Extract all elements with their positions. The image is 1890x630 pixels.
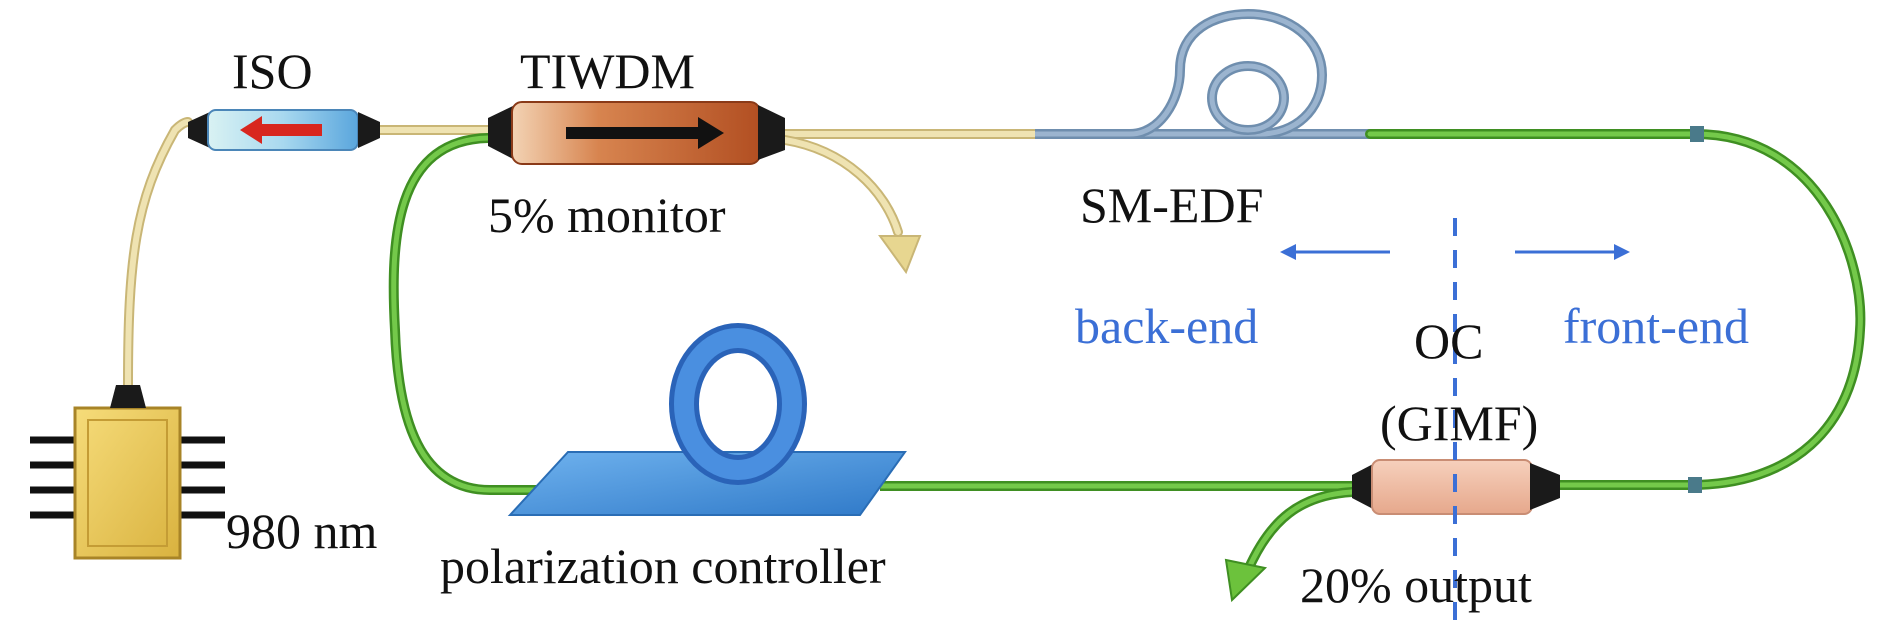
iso-label: ISO xyxy=(232,43,313,99)
pump-laser xyxy=(30,385,225,560)
pump-pins xyxy=(30,436,225,519)
oc-label: OC xyxy=(1414,313,1483,369)
polarization-controller xyxy=(507,323,907,516)
isolator xyxy=(188,109,380,151)
smedf-label: SM-EDF xyxy=(1080,177,1263,233)
tiwdm-label: TIWDM xyxy=(520,43,695,99)
backend-label: back-end xyxy=(1075,298,1258,354)
tiwdm xyxy=(488,101,785,165)
pump-label: 980 nm xyxy=(226,503,378,559)
frontend-label: front-end xyxy=(1563,298,1749,354)
left-arrow-icon xyxy=(240,116,322,144)
right-arrow-icon xyxy=(566,117,724,149)
output-label: 20% output xyxy=(1300,557,1532,613)
output-arrowhead xyxy=(1224,558,1268,603)
back-end-arrow xyxy=(1280,244,1390,260)
pc-label: polarization controller xyxy=(440,538,886,594)
monitor-fiber xyxy=(780,135,903,237)
edf-coil xyxy=(1129,8,1328,139)
front-end-arrow xyxy=(1515,244,1630,260)
monitor-arrowhead xyxy=(878,235,922,275)
output-coupler xyxy=(1352,459,1560,515)
monitor-label: 5% monitor xyxy=(488,187,726,243)
gimf-label: (GIMF) xyxy=(1380,395,1538,451)
